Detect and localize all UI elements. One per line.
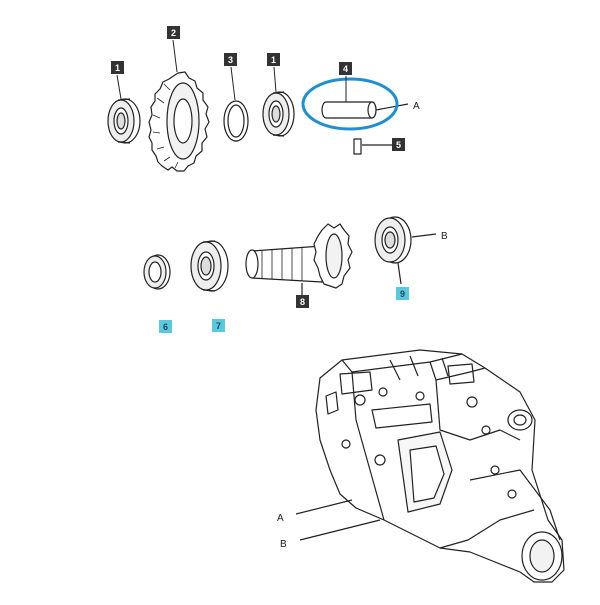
badge-4-label: 4 xyxy=(343,64,348,74)
badge-1-right: 1 xyxy=(267,53,280,66)
bearing-part-1-right xyxy=(262,91,295,137)
bearing-part-9 xyxy=(374,216,437,285)
badge-4: 4 xyxy=(339,62,352,75)
badge-3: 3 xyxy=(224,53,237,66)
key-part-5 xyxy=(353,138,392,155)
bearing-part-7 xyxy=(190,240,229,292)
seal-part-6 xyxy=(143,254,171,290)
badge-1-left-label: 1 xyxy=(115,63,120,73)
ref-label-a-top: A xyxy=(413,101,420,112)
badge-2: 2 xyxy=(167,26,180,39)
badge-9-label: 9 xyxy=(400,289,405,299)
gear-part-2 xyxy=(148,71,210,172)
badge-7-label: 7 xyxy=(216,321,221,331)
highlight-callout-ring xyxy=(301,77,399,131)
badge-1-right-label: 1 xyxy=(271,55,276,65)
badge-3-label: 3 xyxy=(228,55,233,65)
badge-1-left: 1 xyxy=(111,61,124,74)
circlip-part-3 xyxy=(223,100,249,142)
badge-6: 6 xyxy=(159,320,172,333)
ref-label-b-mid: B xyxy=(441,231,448,242)
badge-5-label: 5 xyxy=(396,140,401,150)
pin-part-4 xyxy=(321,101,409,119)
badge-8: 8 xyxy=(296,295,309,308)
shaft-part-8 xyxy=(245,223,353,295)
bearing-part-1-left xyxy=(107,98,141,144)
ref-label-a-housing: A xyxy=(277,513,284,524)
badge-2-label: 2 xyxy=(171,28,176,38)
badge-6-label: 6 xyxy=(163,322,168,332)
badge-5: 5 xyxy=(392,138,405,151)
badge-8-label: 8 xyxy=(300,297,305,307)
badge-7: 7 xyxy=(212,319,225,332)
badge-9: 9 xyxy=(396,287,409,300)
transmission-housing xyxy=(295,349,565,583)
ref-label-b-housing: B xyxy=(280,539,287,550)
